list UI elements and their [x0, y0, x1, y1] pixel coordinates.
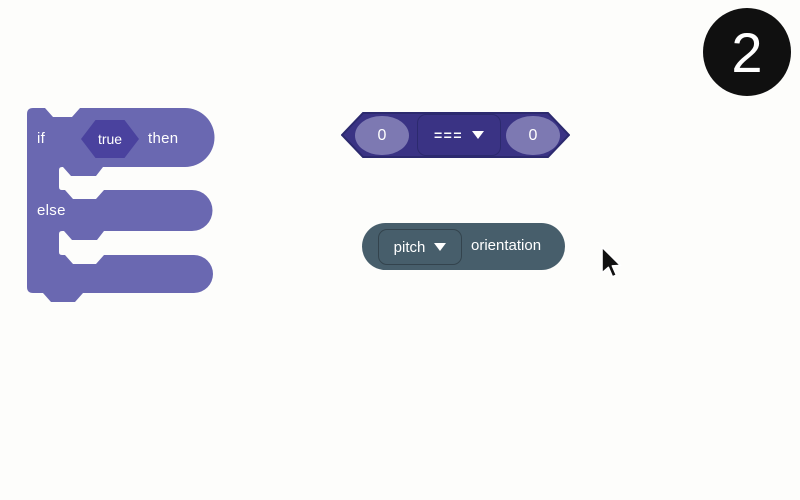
right-value-input[interactable]: 0 [506, 116, 560, 155]
operator-value: === [433, 127, 464, 143]
orientation-label: orientation [471, 237, 542, 254]
step-number: 2 [731, 20, 763, 84]
condition-value: true [97, 131, 123, 147]
left-value: 0 [377, 126, 387, 144]
chevron-down-icon [472, 131, 485, 139]
else-label: else [37, 202, 66, 219]
operator-dropdown[interactable]: === [417, 114, 501, 156]
orientation-dropdown-value: pitch [393, 238, 426, 256]
chevron-down-icon [434, 243, 447, 251]
if-label: if [37, 130, 46, 147]
orientation-block[interactable] [362, 223, 565, 270]
if-else-block[interactable] [27, 108, 217, 308]
if-else-block-shape[interactable] [27, 108, 215, 302]
then-label: then [148, 130, 179, 147]
mouse-cursor-icon [601, 246, 622, 278]
right-value: 0 [528, 126, 538, 144]
step-badge: 2 [703, 8, 791, 96]
orientation-dropdown[interactable]: pitch [378, 229, 462, 265]
left-value-input[interactable]: 0 [355, 116, 409, 155]
